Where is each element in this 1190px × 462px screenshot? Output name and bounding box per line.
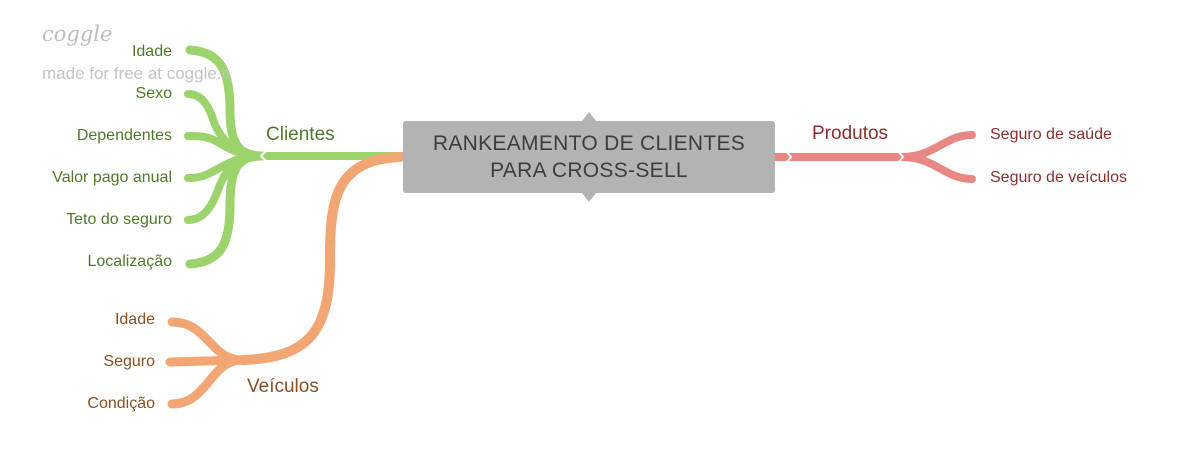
expand-up-icon[interactable]: [582, 112, 596, 121]
branch-title-clientes[interactable]: Clientes: [266, 124, 335, 145]
veiculos-branch-lines: [165, 152, 405, 409]
veiculos-item-condicao[interactable]: Condição: [87, 395, 155, 412]
clientes-item-idade[interactable]: Idade: [131, 43, 172, 60]
clientes-item-localizacao[interactable]: Localização: [87, 253, 173, 270]
watermark-text: made for free at coggle.it: [42, 64, 231, 83]
veiculos-item-seguro[interactable]: Seguro: [103, 353, 155, 370]
clientes-branch-lines: [184, 45, 406, 269]
branch-title-produtos[interactable]: Produtos: [812, 123, 889, 144]
clientes-item-valor-pago-anual[interactable]: Valor pago anual: [52, 169, 172, 186]
clientes-item-dependentes[interactable]: Dependentes: [76, 127, 172, 144]
expand-down-icon[interactable]: [582, 193, 596, 202]
clientes-item-teto-do-seguro[interactable]: Teto do seguro: [66, 211, 172, 228]
produtos-item-seguro-de-saude[interactable]: Seguro de saúde: [990, 126, 1112, 143]
veiculos-item-idade[interactable]: Idade: [114, 311, 155, 328]
central-topic-line-2: PARA CROSS-SELL: [490, 159, 688, 182]
central-topic-node[interactable]: RANKEAMENTO DE CLIENTES PARA CROSS-SELL: [403, 112, 775, 202]
coggle-logo: coggle: [42, 22, 113, 46]
clientes-item-sexo[interactable]: Sexo: [135, 85, 172, 102]
produtos-item-seguro-de-veiculos[interactable]: Seguro de veículos: [990, 169, 1127, 186]
produtos-branch-lines: [772, 131, 976, 183]
junction-chevrons: [259, 150, 905, 164]
branch-title-veiculos[interactable]: Veículos: [247, 376, 319, 397]
central-topic-line-1: RANKEAMENTO DE CLIENTES: [432, 132, 746, 155]
